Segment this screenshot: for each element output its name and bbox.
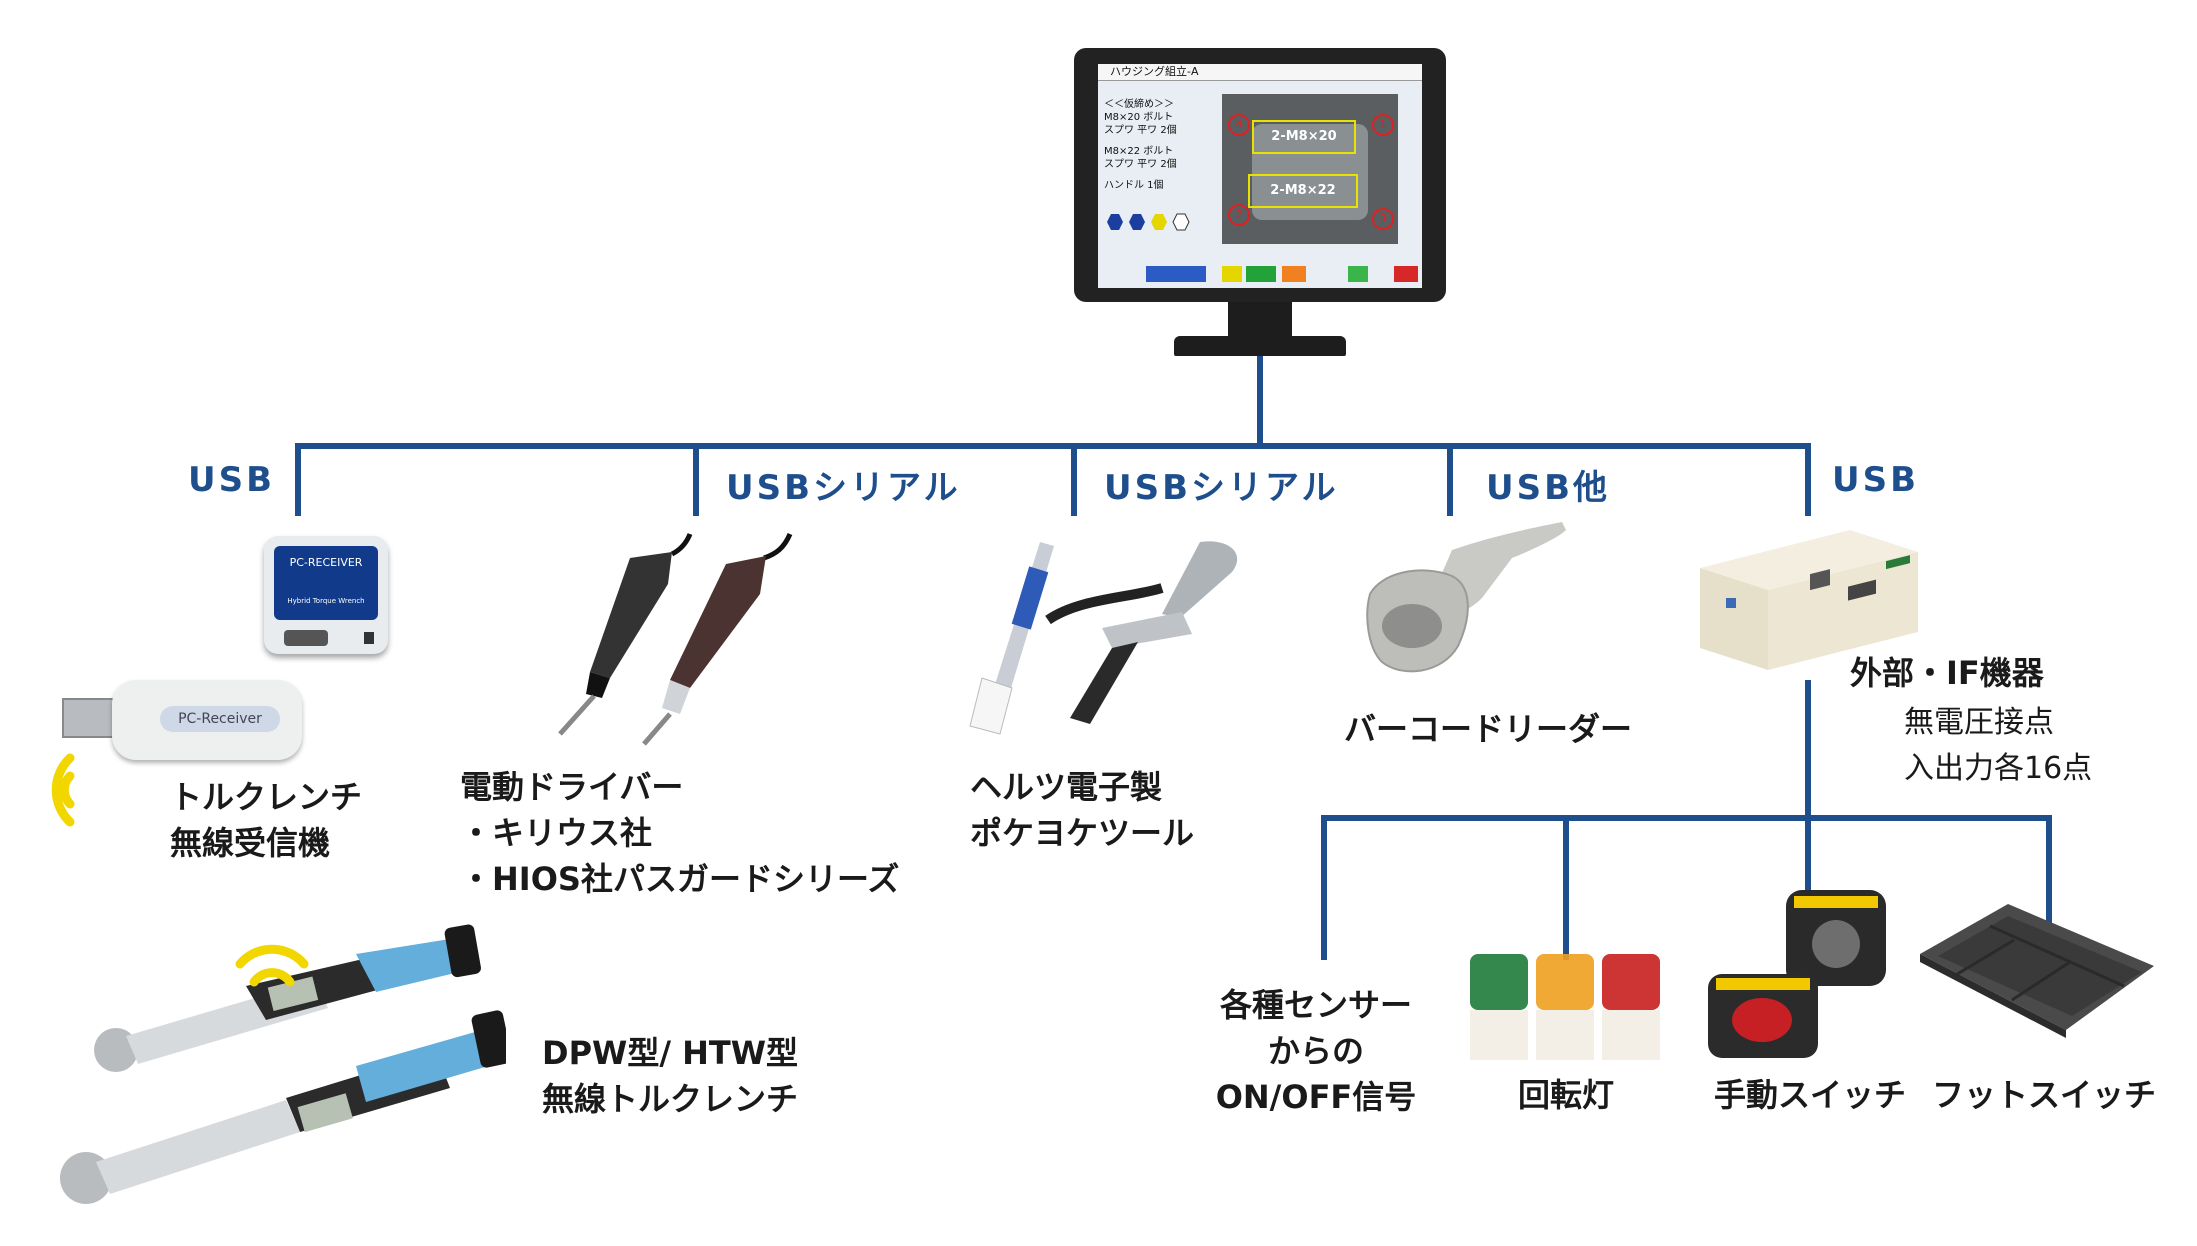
receiver-label-line2: 無線受信機 (170, 824, 331, 862)
usb-label-receiver: USB (188, 460, 276, 500)
screen-text-line: M8×20 ボルト (1104, 112, 1174, 123)
receiver-box-label: PC-RECEIVER (289, 556, 363, 569)
barcode-reader-image (1366, 522, 1566, 673)
screen-button (1282, 266, 1306, 282)
dongle-label: PC-Receiver (160, 706, 280, 732)
wrench-label-line2: 無線トルクレンチ (542, 1080, 799, 1118)
bolt-area-1: 2-M8×20 (1252, 120, 1356, 154)
sensor-label-line1: 各種センサー (1219, 986, 1412, 1024)
wireless-signal-icon (235, 944, 309, 987)
screen-button (1394, 266, 1418, 282)
monitor-stand (1174, 336, 1346, 356)
sensor-label-line3: ON/OFF信号 (1215, 1078, 1417, 1116)
wireless-signal-icon (51, 753, 75, 827)
sensor-label: 各種センサー からの ON/OFF信号 (1196, 982, 1436, 1120)
usb-label-io: USB (1832, 460, 1920, 500)
bolt-hex-icons (1107, 213, 1190, 231)
torque-wrench-label: DPW型/ HTW型 無線トルクレンチ (542, 1030, 798, 1122)
screen-text-line: ＜＜仮締め＞＞ (1104, 99, 1174, 110)
screen-text-line: ハンドル 1個 (1104, 180, 1164, 191)
screen-text-line: スプワ 平ワ 2個 (1104, 159, 1177, 170)
screen-instructions: ＜＜仮締め＞＞ M8×20 ボルト スプワ 平ワ 2個 M8×22 ボルト スプ… (1104, 98, 1204, 192)
io-spec-label: 無電圧接点 入出力各16点 (1904, 700, 2092, 792)
usb-other-label-barcode: USB他 (1486, 468, 1611, 508)
pokayoke-label-line1: ヘルツ電子製 (970, 768, 1163, 806)
screen-title: ハウジング組立-A (1098, 64, 1422, 81)
sensor-label-line2: からの (1267, 1032, 1364, 1070)
pokayoke-label-line2: ポケヨケツール (970, 814, 1195, 852)
lamp-label: 回転灯 (1518, 1076, 1615, 1114)
bolt-order-4: 4 (1228, 114, 1250, 136)
electric-driver-image (558, 532, 793, 746)
io-spec-line2: 入出力各16点 (1904, 751, 2093, 786)
screen-workpiece-photo: 2-M8×20 2-M8×22 4 1 2 3 (1222, 94, 1398, 244)
manual-switch-label: 手動スイッチ (1714, 1076, 1907, 1114)
screen-text-line: スプワ 平ワ 2個 (1104, 125, 1177, 136)
usb-serial-label-pokayoke: USBシリアル (1104, 468, 1339, 508)
bolt-order-3: 3 (1372, 208, 1394, 230)
wireless-torque-wrench-image (60, 924, 506, 1204)
screen-button (1222, 266, 1242, 282)
monitor-screen: ハウジング組立-A ＜＜仮締め＞＞ M8×20 ボルト スプワ 平ワ 2個 M8… (1098, 64, 1422, 288)
foot-switch-image (1920, 904, 2154, 1038)
pokayoke-label: ヘルツ電子製 ポケヨケツール (970, 764, 1194, 856)
screen-button (1348, 266, 1368, 282)
barcode-label: バーコードリーダー (1344, 706, 1632, 752)
usb-serial-label-driver: USBシリアル (726, 468, 961, 508)
bolt-order-1: 1 (1372, 114, 1394, 136)
barcode-label-line1: バーコードリーダー (1344, 710, 1633, 748)
driver-label-line1: 電動ドライバー (460, 768, 684, 806)
bolt-area-2: 2-M8×22 (1248, 174, 1358, 208)
screen-text-line: M8×22 ボルト (1104, 146, 1174, 157)
io-spec-line1: 無電圧接点 (1904, 705, 2054, 740)
io-title-label: 外部・IF機器 (1850, 654, 2044, 692)
driver-label: 電動ドライバー ・キリウス社 ・HIOS社パスガードシリーズ (460, 764, 899, 902)
driver-label-line2: ・キリウス社 (460, 814, 653, 852)
wrench-label-line1: DPW型/ HTW型 (542, 1034, 799, 1072)
receiver-label-line1: トルクレンチ (170, 778, 363, 816)
monitor-neck (1228, 302, 1292, 338)
rotating-lamp-image (1470, 954, 1660, 1060)
pc-receiver-box: PC-RECEIVER Hybrid Torque Wrench (264, 536, 388, 654)
pokayoke-tool-image (969, 541, 1238, 735)
io-interface-box-image (1700, 530, 1918, 670)
receiver-label: トルクレンチ 無線受信機 (170, 774, 362, 866)
pc-monitor: ハウジング組立-A ＜＜仮締め＞＞ M8×20 ボルト スプワ 平ワ 2個 M8… (1074, 48, 1446, 302)
manual-switch-image (1708, 890, 1886, 1058)
screen-button (1146, 266, 1206, 282)
receiver-box-sublabel: Hybrid Torque Wrench (287, 597, 365, 605)
bolt-order-2: 2 (1228, 204, 1250, 226)
driver-label-line3: ・HIOS社パスガードシリーズ (460, 860, 900, 898)
screen-button (1246, 266, 1276, 282)
pc-receiver-dongle: PC-Receiver (62, 680, 302, 760)
foot-switch-label: フットスイッチ (1932, 1076, 2157, 1114)
